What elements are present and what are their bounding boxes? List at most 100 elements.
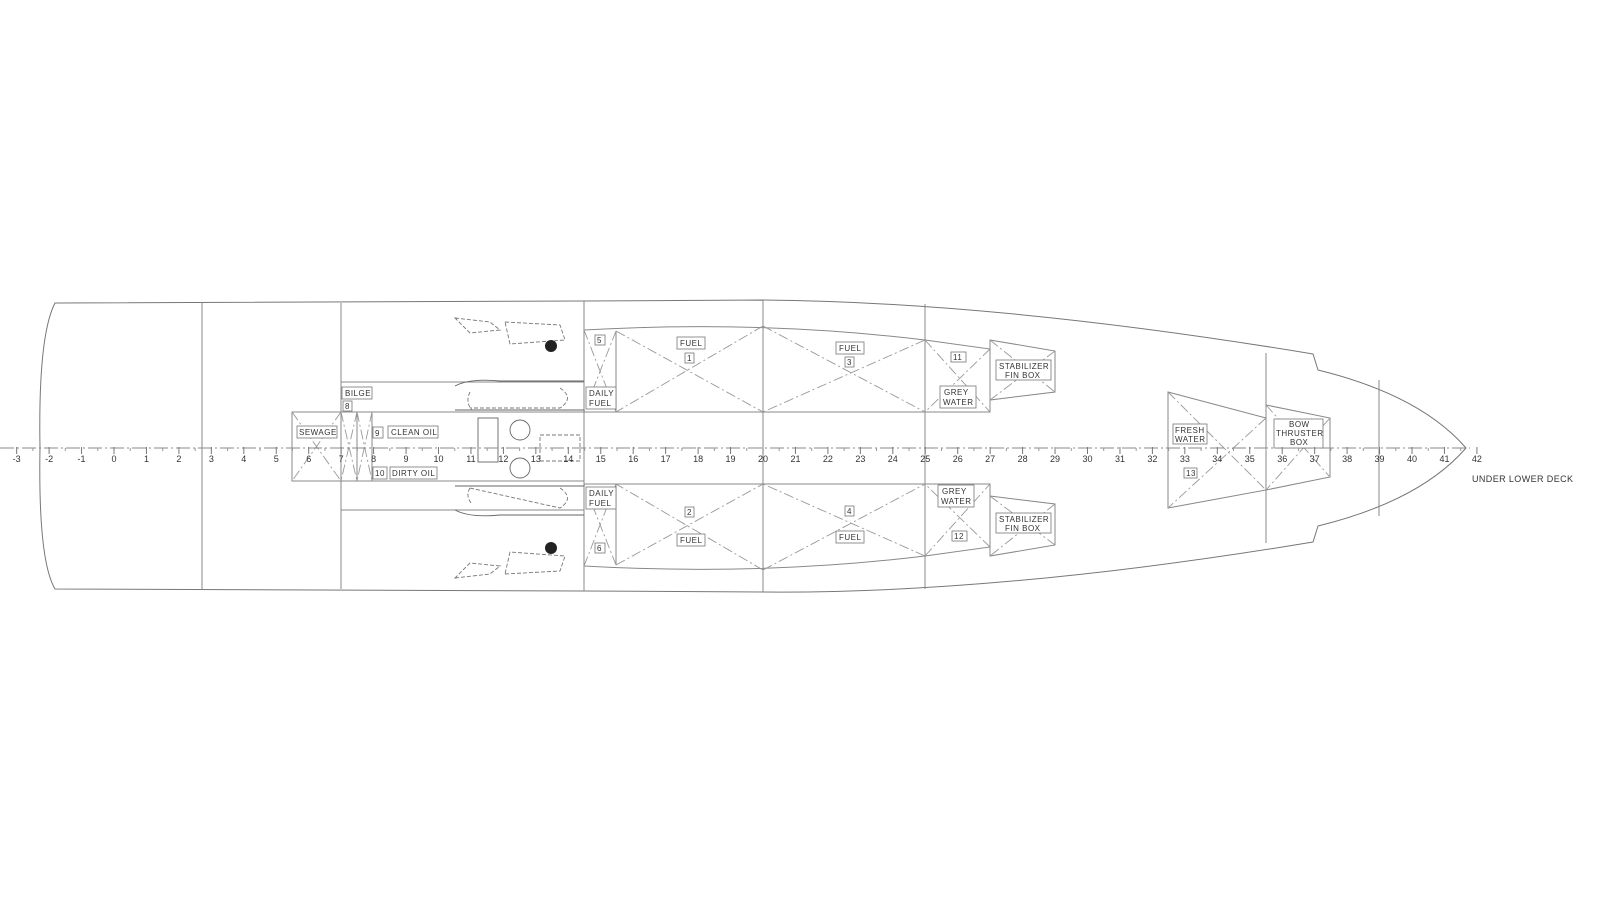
- frame-label: 4: [241, 454, 246, 464]
- frame-label: 12: [498, 454, 508, 464]
- frame-label: 29: [1050, 454, 1060, 464]
- svg-text:FRESH: FRESH: [1175, 426, 1205, 435]
- label-sewage: SEWAGE: [296, 425, 338, 439]
- svg-text:4: 4: [847, 507, 852, 516]
- frame-label: 0: [111, 454, 116, 464]
- frame-label: 30: [1082, 454, 1092, 464]
- frame-label: 28: [1018, 454, 1028, 464]
- frame-label: 2: [176, 454, 181, 464]
- frame-label: 19: [726, 454, 736, 464]
- frame-label: 14: [563, 454, 573, 464]
- frame-label: 1: [144, 454, 149, 464]
- frame-label: 20: [758, 454, 768, 464]
- svg-text:WATER: WATER: [941, 497, 972, 506]
- frame-label: 31: [1115, 454, 1125, 464]
- frame-label: 10: [433, 454, 443, 464]
- svg-text:6: 6: [597, 544, 602, 553]
- svg-text:STABILIZER: STABILIZER: [999, 362, 1049, 371]
- svg-text:1: 1: [687, 354, 692, 363]
- frame-label: 8: [371, 454, 376, 464]
- svg-text:8: 8: [345, 402, 350, 411]
- label-fuel-3: FUEL 3: [835, 341, 865, 368]
- svg-text:5: 5: [597, 336, 602, 345]
- frame-label: -1: [78, 454, 86, 464]
- frame-label: 24: [888, 454, 898, 464]
- frame-label: -2: [45, 454, 53, 464]
- label-clean-oil: 9 CLEAN OIL: [372, 425, 439, 439]
- svg-text:12: 12: [954, 532, 964, 541]
- label-bilge: BILGE 8: [341, 386, 373, 412]
- svg-text:WATER: WATER: [943, 398, 974, 407]
- svg-text:FUEL: FUEL: [839, 344, 862, 353]
- frame-label: 16: [628, 454, 638, 464]
- svg-text:GREY: GREY: [942, 487, 967, 496]
- svg-text:DIRTY OIL: DIRTY OIL: [392, 469, 435, 478]
- svg-text:BOX: BOX: [1290, 438, 1309, 447]
- svg-text:FIN BOX: FIN BOX: [1005, 524, 1041, 533]
- svg-text:FUEL: FUEL: [680, 339, 703, 348]
- svg-text:11: 11: [953, 353, 962, 362]
- tank-labels: SEWAGE BILGE 8 9 CLEAN OIL 10 DIRTY OIL …: [296, 334, 1324, 554]
- frame-label: 34: [1212, 454, 1222, 464]
- frame-label: 7: [339, 454, 344, 464]
- svg-text:10: 10: [375, 469, 385, 478]
- frame-label: 37: [1310, 454, 1320, 464]
- drawing-title: UNDER LOWER DECK: [1472, 474, 1573, 484]
- svg-text:BOW: BOW: [1289, 420, 1310, 429]
- frame-label: 21: [790, 454, 800, 464]
- label-fuel-4: 4 FUEL: [835, 505, 865, 544]
- svg-text:FUEL: FUEL: [839, 533, 862, 542]
- engines-and-shafts: [453, 317, 584, 579]
- frame-label: 25: [920, 454, 930, 464]
- frame-label: 11: [466, 454, 475, 464]
- frame-label: 22: [823, 454, 833, 464]
- svg-text:CLEAN OIL: CLEAN OIL: [391, 428, 437, 437]
- frame-label: 15: [596, 454, 606, 464]
- label-dirty-oil: 10 DIRTY OIL: [372, 466, 438, 480]
- frame-label: 27: [985, 454, 995, 464]
- frame-label: 9: [404, 454, 409, 464]
- svg-text:DAILY: DAILY: [589, 389, 614, 398]
- svg-text:STABILIZER: STABILIZER: [999, 515, 1049, 524]
- frame-label: 39: [1375, 454, 1385, 464]
- svg-text:WATER: WATER: [1175, 435, 1206, 444]
- frame-label: 42: [1472, 454, 1482, 464]
- svg-text:13: 13: [1186, 469, 1196, 478]
- svg-text:FUEL: FUEL: [680, 536, 703, 545]
- label-fuel-1: FUEL 1: [676, 336, 706, 364]
- frame-label: 38: [1342, 454, 1352, 464]
- frame-label: 18: [693, 454, 703, 464]
- frame-label: 3: [209, 454, 214, 464]
- svg-text:FIN BOX: FIN BOX: [1005, 371, 1041, 380]
- frame-label: 13: [531, 454, 541, 464]
- frame-label: 36: [1277, 454, 1287, 464]
- propeller-port-icon: [545, 340, 557, 352]
- svg-text:FUEL: FUEL: [589, 399, 612, 408]
- hull-outline: [39, 299, 1467, 593]
- svg-text:GREY: GREY: [944, 388, 969, 397]
- svg-text:DAILY: DAILY: [589, 489, 614, 498]
- frame-label: 40: [1407, 454, 1417, 464]
- frame-label: -3: [13, 454, 21, 464]
- frame-label: 17: [661, 454, 671, 464]
- svg-text:FUEL: FUEL: [589, 499, 612, 508]
- svg-text:THRUSTER: THRUSTER: [1276, 429, 1324, 438]
- svg-text:3: 3: [847, 358, 852, 367]
- frame-label: 41: [1439, 454, 1449, 464]
- svg-text:SEWAGE: SEWAGE: [299, 428, 337, 437]
- svg-text:2: 2: [687, 508, 692, 517]
- propeller-starboard-icon: [545, 542, 557, 554]
- svg-text:BILGE: BILGE: [345, 389, 371, 398]
- frame-label: 6: [306, 454, 311, 464]
- label-fuel-2: 2 FUEL: [676, 506, 706, 547]
